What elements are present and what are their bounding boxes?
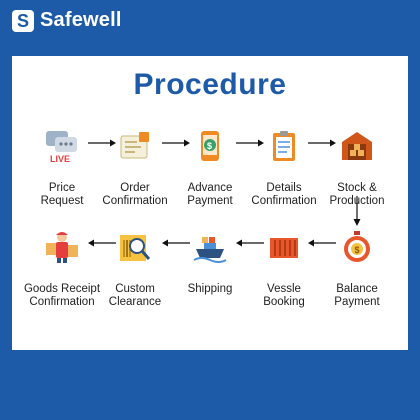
step-order-confirmation: Order Confirmation [90,128,180,208]
arrow-right [162,139,190,147]
arrow-down [353,196,361,226]
live-chat-icon: LIVE [46,131,77,164]
page-title: Procedure [133,68,287,101]
arrow-left [88,239,116,247]
warehouse-icon [342,132,372,160]
step-label: Balance Payment [334,283,380,308]
step-details-confirmation: Details Confirmation [239,128,329,208]
step-custom-clearance: Custom Clearance [90,229,180,309]
step-label: Price Request [40,182,84,207]
stopwatch-coin-icon: $ [344,231,370,262]
step-label: Custom Clearance [108,283,162,308]
svg-text:LIVE: LIVE [50,154,70,164]
shipping-container-icon [270,238,298,258]
mobile-payment-icon: $ [201,131,219,161]
step-vessle-booking: Vessle Booking [239,229,329,309]
step-label: Order Confirmation [102,182,168,207]
delivery-worker-icon [46,232,78,263]
step-shipping: Shipping [165,229,255,296]
step-goods-receipt-confirmation: Goods Receipt Confirmation [17,229,107,309]
step-label: Shipping [187,283,233,295]
arrow-left [308,239,336,247]
cargo-ship-icon [193,237,227,263]
footer-band [0,350,420,420]
arrow-right [308,139,336,147]
order-document-icon [120,132,149,159]
arrow-left [236,239,264,247]
arrow-left [162,239,190,247]
step-price-request: LIVE Price Request [17,128,107,208]
arrow-right [236,139,264,147]
brand-name: Safewell [40,9,122,31]
step-label: Goods Receipt Confirmation [23,283,101,308]
step-label: Advance Payment [187,182,233,207]
step-balance-payment: $ Balance Payment [312,229,402,309]
s-logo-icon: S [12,9,34,32]
arrow-right [88,139,116,147]
step-label: Vessle Booking [263,283,305,308]
brand: S Safewell [12,9,122,32]
clipboard-checklist-icon [273,131,295,161]
step-advance-payment: $ Advance Payment [165,128,255,208]
inspection-magnifier-icon [120,235,151,261]
svg-text:$: $ [207,141,212,151]
step-label: Details Confirmation [251,182,317,207]
procedure-card: Procedure LIVE Price Request Order Confi… [12,56,408,350]
svg-text:$: $ [355,245,360,255]
